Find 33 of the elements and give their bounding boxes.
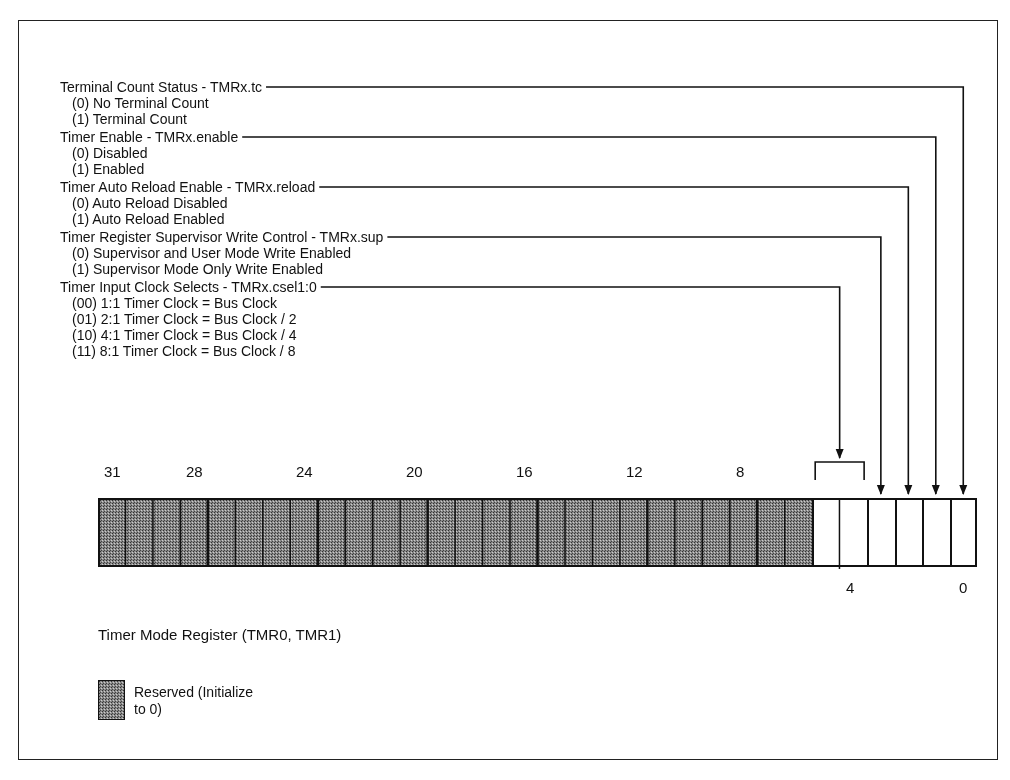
- bit-number: 31: [104, 463, 121, 480]
- register-caption: Timer Mode Register (TMR0, TMR1): [98, 626, 342, 643]
- bit-number: 20: [406, 463, 423, 480]
- bit-number: 0: [959, 579, 968, 596]
- arrow: [241, 136, 940, 495]
- field-heading: Timer Auto Reload Enable - TMRx.reload: [60, 179, 316, 195]
- field-value-option: (0) Supervisor and User Mode Write Enabled: [60, 245, 384, 261]
- arrow: [265, 86, 968, 495]
- field-value-option: (1) Terminal Count: [60, 111, 263, 127]
- bit-number: 4: [846, 579, 855, 596]
- field-value-option: (0) Disabled: [60, 145, 239, 161]
- field-value-option: (00) 1:1 Timer Clock = Bus Clock: [60, 295, 317, 311]
- field-value-option: (0) No Terminal Count: [60, 95, 263, 111]
- field-value-option: (10) 4:1 Timer Clock = Bus Clock / 4: [60, 327, 317, 343]
- field-heading: Terminal Count Status - TMRx.tc: [60, 79, 263, 95]
- field-value-option: (11) 8:1 Timer Clock = Bus Clock / 8: [60, 343, 317, 359]
- field-heading: Timer Register Supervisor Write Control - TMRx.sup: [60, 229, 384, 245]
- field-heading: Timer Input Clock Selects - TMRx.csel1:0: [60, 279, 317, 295]
- field-value-option: (01) 2:1 Timer Clock = Bus Clock / 2: [60, 311, 317, 327]
- bit-number: 12: [626, 463, 643, 480]
- legend-text: Reserved (Initialize to 0): [134, 684, 255, 718]
- bit-number: 16: [516, 463, 533, 480]
- field-value-option: (1) Supervisor Mode Only Write Enabled: [60, 261, 384, 277]
- arrow-to-bracket: [319, 286, 844, 459]
- bit-number: 24: [296, 463, 313, 480]
- arrow: [318, 186, 913, 495]
- bit-number: 8: [736, 463, 745, 480]
- field-value-option: (1) Auto Reload Enabled: [60, 211, 316, 227]
- arrow: [386, 236, 885, 495]
- field-value-option: (1) Enabled: [60, 161, 239, 177]
- field-heading: Timer Enable - TMRx.enable: [60, 129, 239, 145]
- bit-number: 28: [186, 463, 203, 480]
- field-value-option: (0) Auto Reload Disabled: [60, 195, 316, 211]
